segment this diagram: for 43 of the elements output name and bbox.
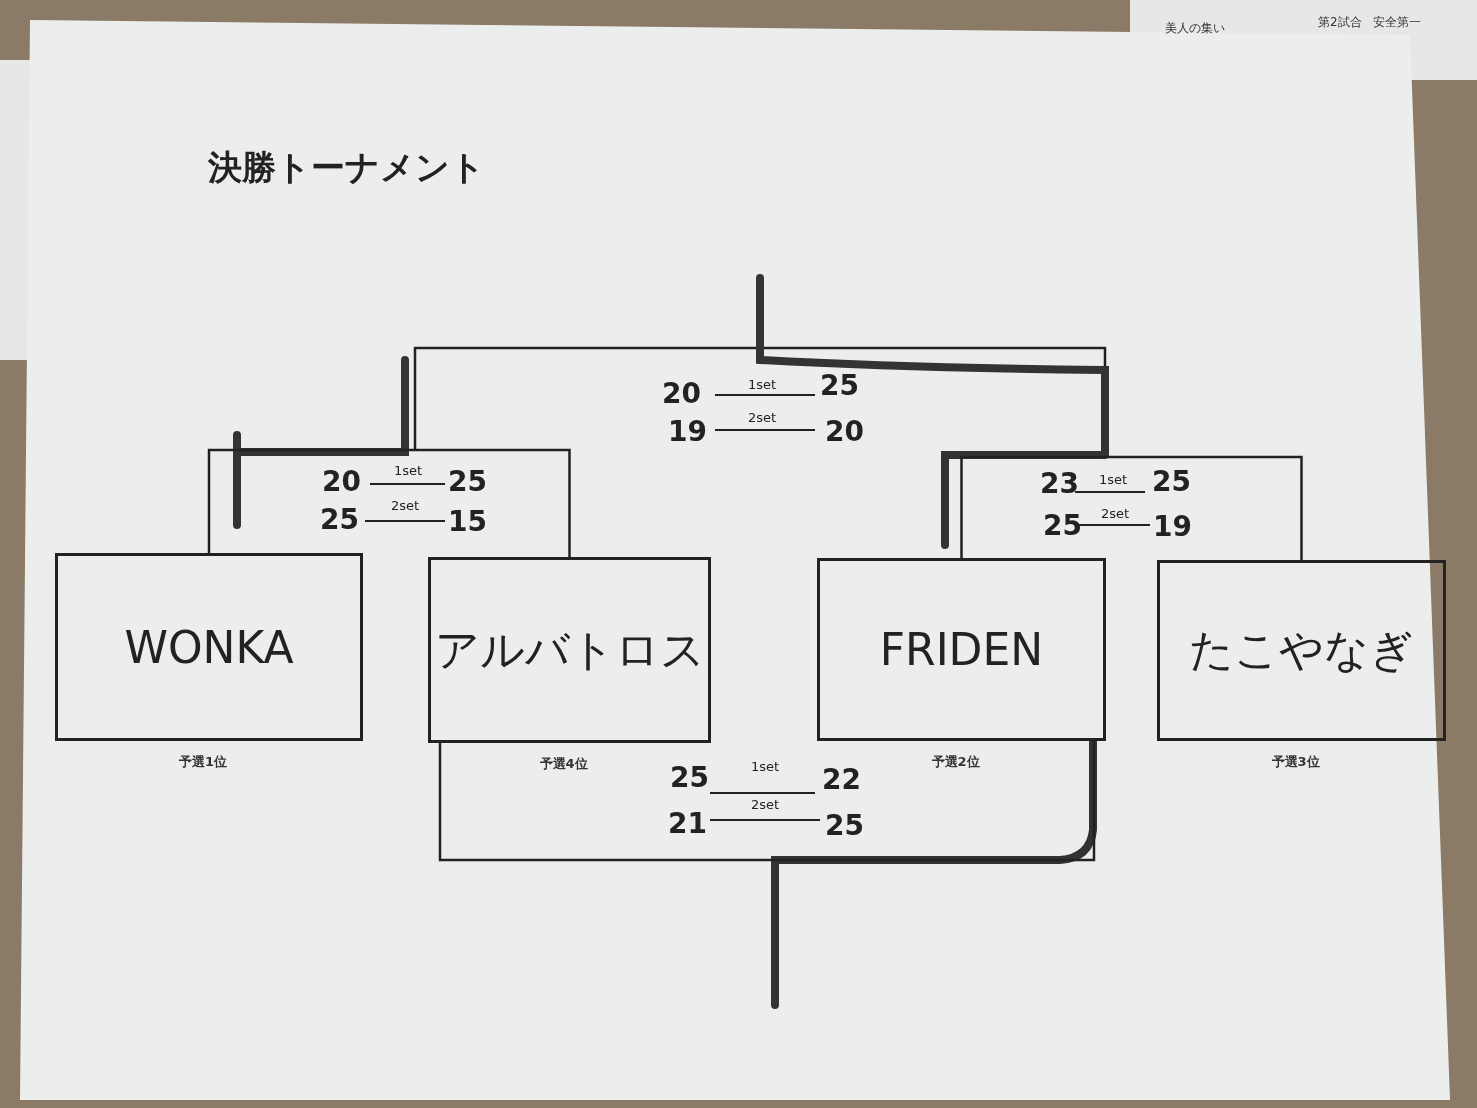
bracket-line (438, 741, 1096, 862)
score-text: 25 (448, 468, 487, 496)
team-box (428, 557, 711, 743)
rank-label: 予選2位 (931, 753, 980, 771)
set-label: 2set (1101, 507, 1130, 520)
team-box (817, 558, 1106, 741)
bracket-line (207, 448, 571, 557)
team-box (55, 553, 363, 741)
team-box (1157, 560, 1446, 741)
bracket-line (960, 455, 1303, 560)
score-text: 25 (320, 506, 359, 534)
set-label: 2set (748, 411, 777, 424)
team-name: WONKA (124, 621, 294, 673)
set-label: 1set (1099, 473, 1128, 486)
set-label: 1set (394, 464, 423, 477)
score-text: 25 (820, 372, 859, 400)
sheet-text: 第2試合 (1318, 16, 1362, 28)
score-text: 21 (668, 810, 707, 838)
score-text: 22 (822, 766, 861, 794)
rank-label: 予選1位 (179, 753, 228, 771)
score-text: 23 (1040, 470, 1079, 498)
score-text: 20 (322, 468, 361, 496)
score-text: 25 (1152, 468, 1191, 496)
score-text: 25 (825, 812, 864, 840)
rank-label: 予選4位 (539, 755, 588, 773)
rank-label: 予選3位 (1271, 753, 1320, 771)
score-text: 25 (670, 764, 709, 792)
set-label: 2set (751, 798, 780, 811)
team-name: たこやなぎ (1189, 623, 1414, 677)
set-label: 1set (748, 378, 777, 391)
team-name: FRIDEN (879, 624, 1044, 675)
title: 決勝トーナメント (208, 150, 485, 184)
sheet-text: 美人の集い (1165, 22, 1225, 34)
score-text: 19 (1153, 513, 1192, 541)
score-text: 19 (668, 418, 707, 446)
score-text: 25 (1043, 512, 1082, 540)
set-label: 1set (751, 760, 780, 773)
team-name: アルバトロス (434, 622, 705, 677)
score-text: 20 (662, 380, 701, 408)
set-label: 2set (391, 499, 420, 512)
sheet-text: 安全第一 (1373, 16, 1421, 28)
score-text: 20 (825, 418, 864, 446)
score-text: 15 (448, 508, 487, 536)
